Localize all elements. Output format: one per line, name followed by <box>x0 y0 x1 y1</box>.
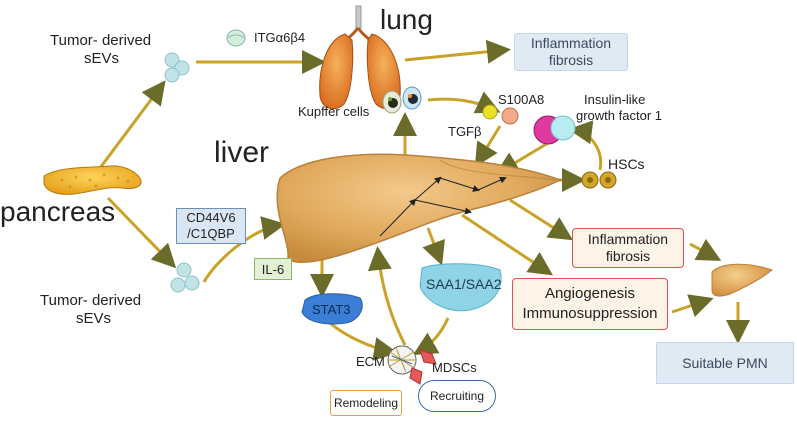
recruiting-box: Recruiting <box>418 380 496 412</box>
il6-box: IL-6 <box>254 258 292 280</box>
cd44v6-c1qbp-box: CD44V6 /C1QBP <box>176 208 246 244</box>
arrow-s100a8-to-liver <box>474 125 502 168</box>
arrow-liver-to-inflammation <box>509 198 574 241</box>
tgfb-label: TGFβ <box>448 124 482 139</box>
hscs-icon <box>581 171 617 189</box>
lung-inflammation-line1: Inflammation <box>530 35 612 51</box>
mdscs-icon <box>409 349 437 385</box>
lung-inflammation-line2: fibrosis <box>548 52 594 68</box>
arrow-liver-to-saa <box>422 227 445 266</box>
angiogenesis-line1: Angiogenesis <box>544 285 636 302</box>
hscs-label: HSCs <box>608 156 645 172</box>
arrow-pancreas-to-bottom-sevs <box>106 196 177 269</box>
pancreas-label: pancreas <box>0 196 116 227</box>
tgfb-icon <box>482 104 498 120</box>
bottom-sevs-label-line2: sEVs <box>76 310 112 327</box>
top-sevs-label-line1: Tumor- derived <box>50 32 152 49</box>
liver-label: liver <box>214 136 270 169</box>
stat3-blob <box>301 293 363 325</box>
liver-icon <box>276 153 562 263</box>
arrow-liver-to-angiogenesis <box>461 213 554 276</box>
arrow-hscs-to-igf <box>568 120 603 171</box>
igf1-icon <box>533 115 576 145</box>
stat3-label: STAT3 <box>312 302 351 317</box>
liver-inflammation-line2: fibrosis <box>605 248 651 264</box>
suitable-pmn-box: Suitable PMN <box>656 342 794 384</box>
arrow-lung-to-inflammation <box>404 39 511 64</box>
pancreas-icon <box>43 165 142 195</box>
cd44v6-line1: CD44V6 <box>186 210 236 225</box>
top-sevs-icon <box>164 52 190 83</box>
s100a8-label: S100A8 <box>498 92 545 107</box>
arrow-inflammation-to-small-liver <box>689 238 722 261</box>
mdscs-label: MDSCs <box>432 360 477 375</box>
liver-inflammation-box: Inflammation fibrosis <box>572 228 684 268</box>
arrow-sevs-to-liver <box>202 216 286 283</box>
angiogenesis-box: Angiogenesis Immunosuppression <box>512 278 668 330</box>
bottom-sevs-label-line1: Tumor- derived <box>40 292 142 309</box>
arrow-saa-to-mdscs <box>412 317 450 356</box>
saa-blob <box>419 263 502 312</box>
cd44v6-line2: /C1QBP <box>187 226 235 241</box>
lung-label: lung <box>380 4 433 35</box>
saa-label: SAA1/SAA2 <box>426 276 502 292</box>
remodeling-box: Remodeling <box>330 390 402 416</box>
kupffer-label: Kupffer cells <box>298 104 370 119</box>
angiogenesis-line2: Immunosuppression <box>522 305 658 322</box>
small-liver-icon <box>711 263 774 297</box>
lung-inflammation-box: Inflammation fibrosis <box>514 33 628 71</box>
s100a8-icon <box>501 107 519 125</box>
top-sevs-label-line2: sEVs <box>84 50 120 67</box>
bottom-sevs-icon <box>170 262 200 293</box>
kupffer-cells-icon <box>382 86 422 114</box>
arrow-pancreas-to-top-sevs <box>98 80 166 169</box>
igf1-label-line1: Insulin-like <box>584 92 646 107</box>
liver-inflammation-line1: Inflammation <box>587 231 669 247</box>
igf1-label-line2: growth factor 1 <box>576 108 662 123</box>
itg-label: ITGα6β4 <box>254 30 306 45</box>
arrow-angiogenesis-to-small-liver <box>671 294 714 318</box>
arrow-stat3-to-ecm <box>329 321 398 361</box>
arrow-ecm-to-liver <box>367 246 407 346</box>
itg-icon <box>226 29 246 47</box>
ecm-icon <box>387 345 417 375</box>
lung-icon <box>319 5 401 110</box>
ecm-label: ECM <box>356 354 385 369</box>
